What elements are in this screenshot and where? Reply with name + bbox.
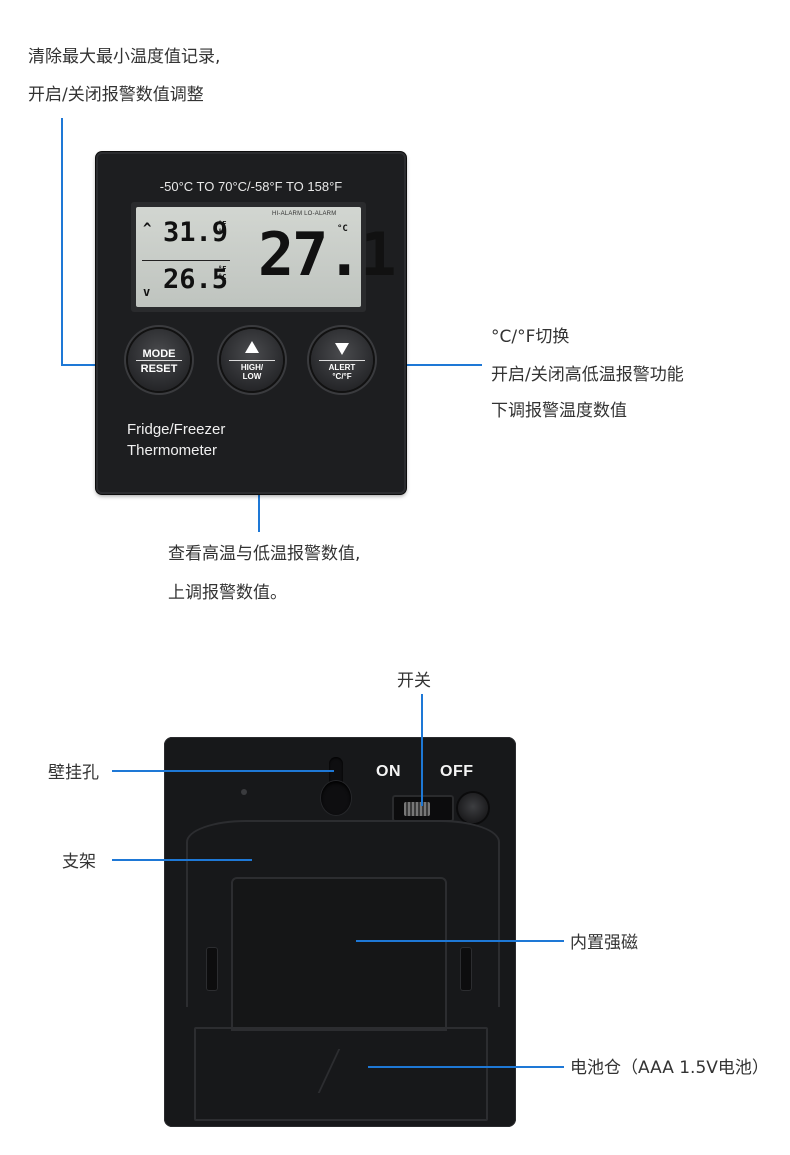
thermometer-back: ON OFF <box>164 737 516 1127</box>
caption-line2: Thermometer <box>127 442 218 459</box>
annotation-hang-hole: 壁挂孔 <box>48 763 99 783</box>
up-arrow-icon <box>245 341 259 353</box>
callout-line-switch <box>421 694 423 806</box>
battery-cover[interactable] <box>194 1027 488 1121</box>
min-arrow-icon: v <box>143 285 151 299</box>
product-caption: Fridge/Freezer Thermometer <box>127 419 225 461</box>
callout-line-mode-vertical <box>61 118 63 366</box>
min-temperature: 26.5 <box>163 264 229 295</box>
caption-line1: Fridge/Freezer <box>127 421 226 438</box>
high-low-button[interactable]: HIGH/ LOW <box>221 329 283 391</box>
off-label: OFF <box>440 763 474 780</box>
annotation-switch: 开关 <box>397 671 431 691</box>
stand-clip-right <box>460 947 472 991</box>
reset-hole <box>458 793 488 823</box>
hang-hole-round <box>321 781 351 815</box>
power-switch-knob[interactable] <box>404 802 430 816</box>
current-temperature: 27.1 <box>258 220 396 290</box>
back-dot <box>241 789 247 795</box>
max-unit: °F °C <box>218 220 227 236</box>
current-unit: °C <box>337 224 348 234</box>
lcd-divider <box>142 260 230 261</box>
annotation-alert-line2: 开启/关闭高低温报警功能 <box>491 365 684 385</box>
lcd-screen: HI-ALARM LO-ALARM ^ 31.9 °F °C v 26.5 °F… <box>136 207 396 307</box>
button-separator <box>319 360 365 361</box>
max-arrow-icon: ^ <box>143 221 152 237</box>
annotation-high-line1: 查看高温与低温报警数值, <box>168 544 361 564</box>
annotation-magnet: 内置强磁 <box>570 933 638 953</box>
callout-line-magnet <box>356 940 564 942</box>
max-temperature: 31.9 <box>163 217 229 248</box>
reset-label: RESET <box>140 363 178 375</box>
wall-hang-hole <box>317 757 357 819</box>
alert-unit-button[interactable]: ALERT °C/°F <box>311 329 373 391</box>
on-label: ON <box>376 763 401 780</box>
alert-unit-label: ALERT °C/°F <box>328 363 356 381</box>
mode-reset-button[interactable]: MODE RESET <box>128 329 190 391</box>
down-arrow-icon <box>335 343 349 355</box>
kickstand[interactable] <box>186 820 500 1007</box>
annotation-alert-line3: 下调报警温度数值 <box>491 401 627 421</box>
annotation-mode-line2: 开启/关闭报警数值调整 <box>28 85 204 105</box>
thermometer-front: -50°C TO 70°C/-58°F TO 158°F HI-ALARM LO… <box>96 152 406 494</box>
annotation-battery: 电池仓（AAA 1.5V电池） <box>570 1058 769 1078</box>
stand-clip-left <box>206 947 218 991</box>
battery-cover-arrow-icon <box>317 1049 367 1093</box>
callout-line-hang-hole <box>112 770 334 772</box>
annotation-high-line2: 上调报警数值。 <box>168 583 287 603</box>
button-separator <box>136 360 182 361</box>
power-switch[interactable] <box>392 795 454 822</box>
callout-line-stand <box>112 859 252 861</box>
high-low-label: HIGH/ LOW <box>240 363 264 381</box>
annotation-stand: 支架 <box>62 852 96 872</box>
callout-line-alert <box>360 364 482 366</box>
annotation-alert-line1: °C/°F切换 <box>491 327 570 347</box>
mode-label: MODE <box>142 348 176 360</box>
callout-line-battery <box>368 1066 564 1068</box>
magnet-panel <box>231 877 447 1031</box>
alarm-indicator-labels: HI-ALARM LO-ALARM <box>272 211 337 217</box>
button-separator <box>229 360 275 361</box>
min-unit: °F °C <box>218 265 227 281</box>
temperature-range-label: -50°C TO 70°C/-58°F TO 158°F <box>159 179 343 194</box>
annotation-mode-line1: 清除最大最小温度值记录, <box>28 47 221 67</box>
